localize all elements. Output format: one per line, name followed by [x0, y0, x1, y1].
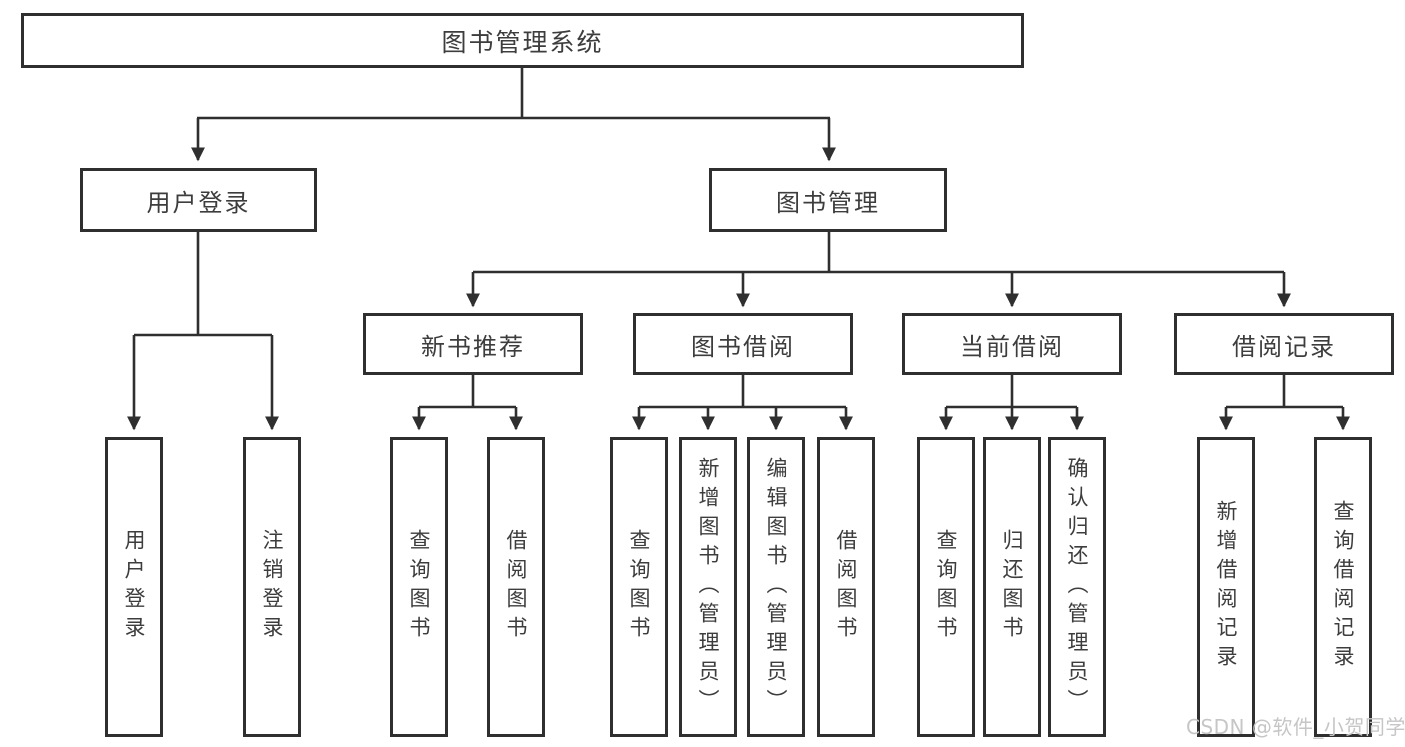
leaf-borrow-books-borrowing: 借阅图书: [817, 437, 875, 737]
leaf-query-books-recommend: 查询图书: [390, 437, 448, 737]
node-user-login: 用户登录: [80, 168, 317, 232]
node-new-book-recommendation: 新书推荐: [363, 313, 583, 375]
leaf-user-login: 用户登录: [105, 437, 163, 737]
leaf-return-books: 归还图书: [983, 437, 1041, 737]
node-borrowing-records: 借阅记录: [1174, 313, 1394, 375]
leaf-borrow-books-recommend: 借阅图书: [487, 437, 545, 737]
leaf-query-borrow-record: 查询借阅记录: [1314, 437, 1372, 737]
node-book-management: 图书管理: [709, 168, 947, 232]
leaf-query-books-borrowing: 查询图书: [610, 437, 668, 737]
leaf-logout: 注销登录: [243, 437, 301, 737]
leaf-add-borrow-record: 新增借阅记录: [1197, 437, 1255, 737]
leaf-query-books-current: 查询图书: [917, 437, 975, 737]
leaf-confirm-return-admin: 确认归还（管理员）: [1048, 437, 1106, 737]
leaf-add-book-admin: 新增图书（管理员）: [679, 437, 737, 737]
node-library-management-system: 图书管理系统: [21, 13, 1024, 68]
leaf-edit-book-admin: 编辑图书（管理员）: [747, 437, 805, 737]
node-book-borrowing: 图书借阅: [633, 313, 853, 375]
node-current-borrowing: 当前借阅: [902, 313, 1122, 375]
watermark: CSDN @软件_小贺同学: [1186, 715, 1405, 739]
